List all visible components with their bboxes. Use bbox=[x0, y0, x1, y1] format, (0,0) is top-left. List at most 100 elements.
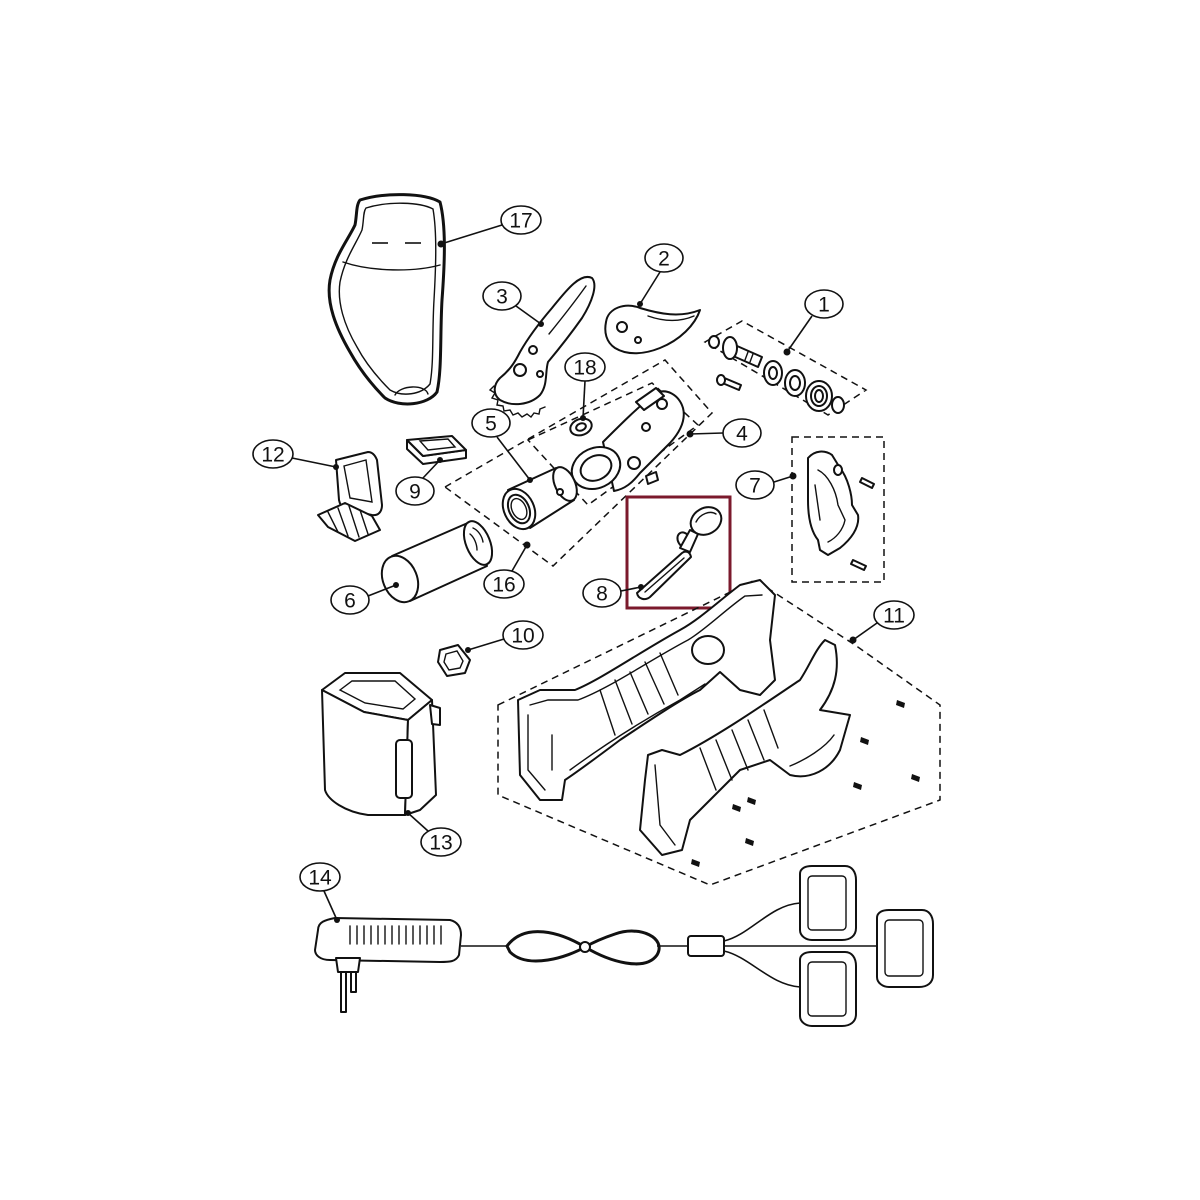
coupling-part bbox=[501, 466, 578, 531]
leader-dot-4 bbox=[686, 430, 694, 438]
callout-9-label: 9 bbox=[409, 481, 421, 504]
housing-screw-3 bbox=[853, 782, 862, 790]
lever-bar-edge bbox=[644, 557, 685, 593]
hook-blade-hole-2 bbox=[634, 336, 642, 344]
gear-head-collar-inner bbox=[579, 454, 613, 482]
right-handle-inner-edge bbox=[654, 734, 835, 846]
callout-8-bubble bbox=[582, 578, 622, 608]
housing-screw-5 bbox=[732, 804, 741, 812]
callout-12-label: 12 bbox=[261, 444, 284, 467]
callout-14: 14 bbox=[299, 862, 341, 892]
leader-dot-5 bbox=[527, 477, 533, 483]
trigger-bracket-hole bbox=[833, 464, 843, 476]
washer-1-hole bbox=[768, 366, 778, 380]
set-screw-head bbox=[716, 374, 726, 386]
switch-button-top-inset bbox=[418, 438, 457, 451]
callout-10: 10 bbox=[502, 620, 544, 650]
callout-11-label: 11 bbox=[883, 605, 905, 628]
upper-blade-gear-teeth bbox=[488, 385, 546, 418]
leader-14 bbox=[323, 890, 338, 921]
cable-coil-loop bbox=[505, 929, 661, 966]
leader-11 bbox=[852, 622, 878, 641]
callout-13-bubble bbox=[420, 827, 462, 857]
leader-dot-7 bbox=[789, 472, 797, 480]
cable-branch-top bbox=[723, 902, 801, 942]
callout-4: 4 bbox=[722, 418, 762, 448]
holster-pocket-edge bbox=[342, 261, 441, 271]
left-handle-end-detail bbox=[527, 714, 553, 791]
highlight-box bbox=[625, 495, 732, 610]
motor-front-face bbox=[380, 554, 420, 604]
callouts: 1 2 3 4 5 6 7 8 bbox=[252, 205, 915, 892]
charger-plug-prong-2 bbox=[350, 971, 357, 993]
callout-6-label: 6 bbox=[344, 590, 356, 613]
charger-plug-prong-1 bbox=[340, 971, 347, 1013]
callout-10-label: 10 bbox=[511, 625, 534, 648]
leader-18 bbox=[582, 380, 586, 419]
bolt-washer-set-part bbox=[703, 320, 868, 416]
leader-10 bbox=[467, 638, 505, 651]
cable-tie bbox=[579, 941, 591, 953]
callout-4-label: 4 bbox=[736, 423, 748, 446]
leader-dot-16 bbox=[523, 541, 531, 549]
gear-head-hole-2 bbox=[641, 422, 651, 432]
callout-11: 11 bbox=[873, 600, 915, 630]
washer-hole bbox=[575, 422, 587, 432]
leader-dot-3 bbox=[538, 321, 544, 327]
left-handle-inner-edge bbox=[529, 594, 763, 771]
gear-head-neck bbox=[635, 387, 665, 411]
battery-top-inset bbox=[338, 680, 417, 710]
trigger-bracket-part bbox=[791, 436, 885, 583]
right-handle-half bbox=[639, 639, 851, 856]
leader-4 bbox=[689, 432, 724, 435]
leader-12 bbox=[291, 457, 337, 468]
upper-blade-part bbox=[488, 275, 596, 418]
leader-3 bbox=[515, 305, 542, 325]
leader-dot-12 bbox=[333, 464, 339, 470]
battery-latch bbox=[429, 704, 441, 726]
hook-blade-part bbox=[604, 304, 701, 355]
callout-9: 9 bbox=[395, 476, 435, 506]
washer-part bbox=[569, 417, 593, 437]
washer-2-hole bbox=[789, 375, 801, 391]
leader-dot-9 bbox=[437, 457, 443, 463]
leader-dot-11 bbox=[849, 636, 857, 644]
trigger-bracket-dashed-box bbox=[791, 436, 885, 583]
holster-part bbox=[327, 193, 446, 406]
gear-head-pin bbox=[645, 471, 659, 485]
lever-cap-detail bbox=[695, 511, 717, 523]
hook-blade-body bbox=[604, 304, 701, 355]
hook-blade-edge-line bbox=[647, 315, 695, 322]
leader-17 bbox=[440, 224, 503, 245]
upper-blade-hole-3 bbox=[536, 370, 544, 378]
callout-17-label: 17 bbox=[509, 210, 532, 233]
callout-6: 6 bbox=[330, 585, 370, 615]
upper-blade-edge-line bbox=[548, 285, 587, 335]
leader-dot-13 bbox=[405, 810, 411, 816]
callout-4-bubble bbox=[722, 418, 762, 448]
callout-3: 3 bbox=[482, 281, 522, 311]
bolt-thread-1 bbox=[744, 351, 749, 361]
charger-plug-base bbox=[335, 957, 361, 973]
callout-11-bubble bbox=[873, 600, 915, 630]
leader-1 bbox=[786, 315, 813, 353]
holster-bottom-loop bbox=[394, 386, 429, 396]
charging-connector-bottom-face bbox=[807, 961, 847, 1017]
leader-dot-8 bbox=[638, 584, 644, 590]
bearing-hole bbox=[814, 389, 824, 403]
holster-inner-outline bbox=[338, 202, 437, 395]
battery-part bbox=[321, 672, 441, 816]
connector-inset bbox=[443, 650, 464, 671]
gear-head-side-hole bbox=[627, 456, 641, 470]
coupling-side-hole bbox=[556, 488, 564, 496]
housing-screw-2 bbox=[860, 737, 869, 745]
clip-plate-inner bbox=[343, 459, 373, 503]
callout-18-label: 18 bbox=[573, 357, 596, 380]
callout-16-bubble bbox=[483, 569, 525, 599]
leader-8 bbox=[620, 586, 642, 592]
leader-16 bbox=[511, 544, 528, 572]
lever-part bbox=[636, 506, 723, 601]
charging-connector-bottom bbox=[799, 951, 857, 1027]
battery-side-window bbox=[395, 739, 413, 799]
